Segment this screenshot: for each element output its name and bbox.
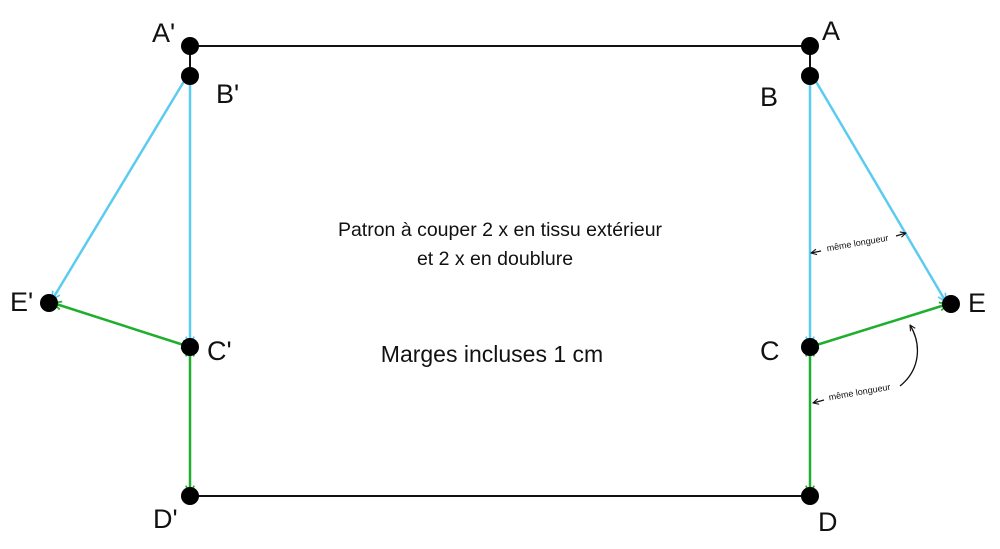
segment-e-prime-b-prime: [50, 73, 191, 300]
cut-instruction-line1: Patron à couper 2 x en tissu extérieur: [338, 219, 663, 241]
point-b: [801, 67, 819, 85]
label-a: A: [822, 16, 840, 46]
same-length-annotation-green: même longueur: [813, 325, 919, 403]
segment-e-prime-c-prime: [53, 303, 190, 347]
point-b-prime: [181, 67, 199, 85]
same-length-text-blue: même longueur: [826, 233, 889, 254]
same-length-annotation-blue: même longueur: [811, 233, 906, 254]
label-d-prime: D': [153, 504, 178, 534]
label-c-prime: C': [207, 336, 232, 366]
margins-note: Marges incluses 1 cm: [381, 341, 603, 367]
point-a: [801, 37, 819, 55]
same-length-text-green: même longueur: [828, 382, 891, 403]
same-length-curved-arrow-green: [899, 325, 919, 387]
point-d: [801, 487, 819, 505]
segment-e-b: [809, 73, 948, 302]
label-a-prime: A': [152, 18, 175, 48]
same-length-arrow-left-green: [813, 400, 825, 403]
segment-c-e: [810, 304, 948, 347]
point-c-prime: [181, 338, 199, 356]
cut-instruction-line2: et 2 x en doublure: [417, 248, 573, 270]
point-a-prime: [181, 37, 199, 55]
label-e: E: [968, 288, 986, 318]
label-b-prime: B': [216, 79, 239, 109]
label-c: C: [760, 336, 780, 366]
point-c: [801, 338, 819, 356]
point-e: [942, 295, 960, 313]
label-d: D: [818, 507, 838, 537]
point-d-prime: [181, 487, 199, 505]
label-b: B: [760, 82, 778, 112]
label-e-prime: E': [10, 287, 33, 317]
point-e-prime: [40, 294, 58, 312]
same-length-arrow-left-blue: [811, 251, 822, 253]
same-length-arrow-right-blue: [895, 233, 906, 236]
